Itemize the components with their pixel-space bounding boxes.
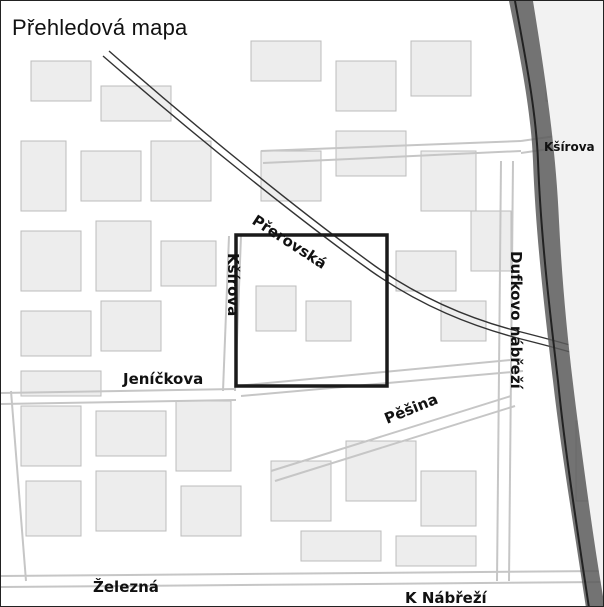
street-label-k-nabrezi: K Nábřeží <box>405 589 488 607</box>
secondary-streets <box>1 128 603 588</box>
street-label-pesina: Pěšina <box>382 390 441 428</box>
street-label-zelezna: Železná <box>93 577 159 596</box>
map-title: Přehledová mapa <box>9 15 192 42</box>
street-label-prerovska: Přerovská <box>249 211 330 272</box>
street-label-ksirova-vertical: Kšírova <box>224 253 242 316</box>
selection-frame[interactable] <box>234 233 389 388</box>
river <box>509 1 603 606</box>
street-label-dufkovo-nabrezi: Dufkovo nábřeží <box>507 251 525 390</box>
street-label-ksirova-top: Kšírova <box>544 140 595 154</box>
street-label-jenickova: Jeníčkova <box>122 370 203 388</box>
